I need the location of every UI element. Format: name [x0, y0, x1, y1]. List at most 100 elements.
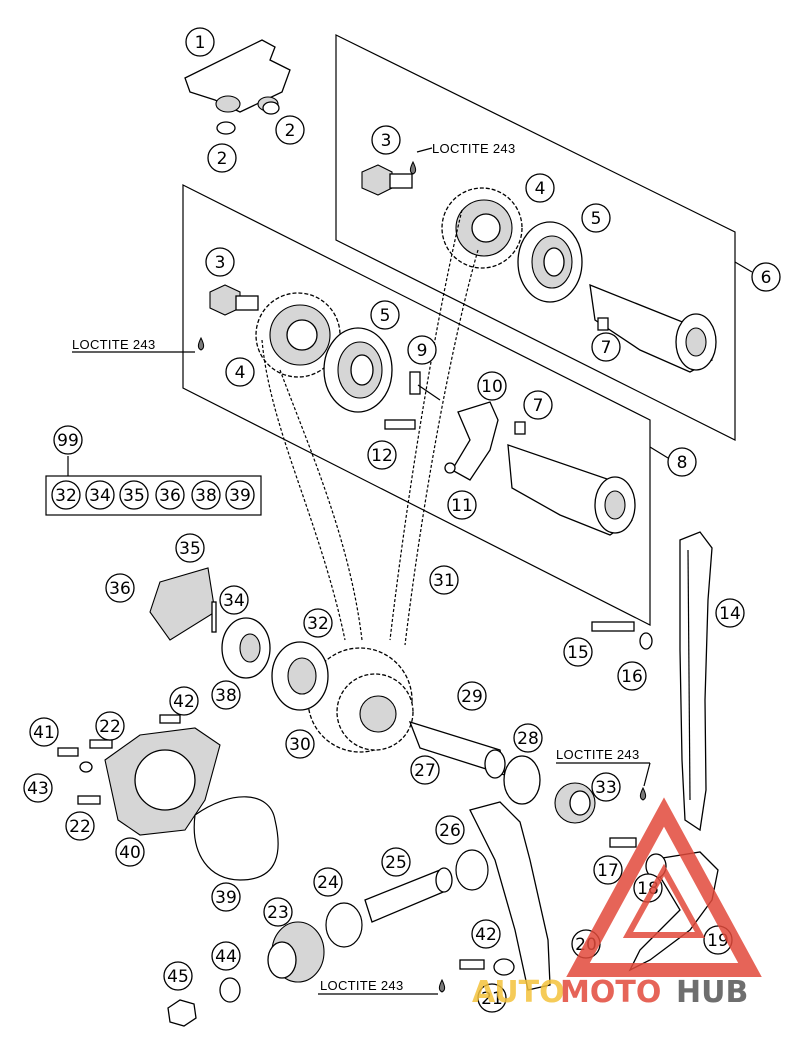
svg-text:35: 35	[179, 539, 201, 559]
callout-1: 1	[185, 27, 215, 57]
decompressor-10-11	[444, 401, 499, 481]
kit-item: 36	[159, 486, 181, 506]
svg-text:33: 33	[595, 778, 617, 798]
group-6-frame	[335, 34, 736, 441]
callouts: 1 2 2 3 3 4 4 5 5 6 7 7 8 9 10 11 12 14 …	[23, 27, 781, 1013]
tensioner-rail-14	[679, 531, 713, 832]
svg-text:25: 25	[385, 853, 407, 873]
svg-text:17: 17	[597, 861, 619, 881]
svg-text:3: 3	[381, 131, 392, 151]
callout-2: 2	[207, 143, 237, 173]
svg-text:5: 5	[380, 306, 391, 326]
callout-3: 3	[205, 247, 235, 277]
callout-10: 10	[477, 371, 507, 401]
kit-99: 99 32 34 35 36 38 39	[45, 425, 262, 516]
callout-7: 7	[523, 390, 553, 420]
svg-text:7: 7	[533, 396, 544, 416]
callout-21: 21	[477, 983, 507, 1013]
kit-item: 38	[195, 486, 217, 506]
nut-45	[167, 999, 197, 1027]
svg-text:14: 14	[719, 604, 741, 624]
kit-item: 35	[123, 486, 145, 506]
callout-6: 6	[751, 262, 781, 292]
callout-9: 9	[407, 335, 437, 365]
kit-item: 34	[89, 486, 111, 506]
timing-chain-31	[261, 209, 479, 646]
watermark-hub: HUB	[676, 975, 748, 1010]
callout-23: 23	[263, 897, 293, 927]
svg-text:27: 27	[414, 761, 436, 781]
bolt-42-lower	[459, 958, 515, 976]
callout-35: 35	[175, 533, 205, 563]
callout-25: 25	[381, 847, 411, 877]
callout-5: 5	[370, 300, 400, 330]
bolt-12	[384, 419, 416, 430]
svg-text:45: 45	[167, 967, 189, 987]
callout-45: 45	[163, 961, 193, 991]
shaft-27	[408, 720, 506, 779]
bolt-3-upper	[361, 164, 413, 196]
svg-text:10: 10	[481, 377, 503, 397]
sprocket-4-lower	[255, 292, 341, 378]
callout-4: 4	[525, 173, 555, 203]
loctite-drop-icon	[438, 978, 446, 993]
svg-text:34: 34	[223, 591, 245, 611]
callout-12: 12	[367, 440, 397, 470]
watermark-logo-icon	[566, 797, 762, 977]
svg-text:43: 43	[27, 779, 49, 799]
tensioner-housing-23	[267, 921, 325, 983]
svg-text:7: 7	[601, 338, 612, 358]
svg-text:8: 8	[677, 453, 688, 473]
svg-text:31: 31	[433, 571, 455, 591]
callout-4: 4	[225, 357, 255, 387]
tensioner-rail-20	[469, 801, 551, 991]
callout-8: 8	[667, 447, 697, 477]
callout-11: 11	[447, 490, 477, 520]
svg-text:38: 38	[215, 686, 237, 706]
kit-item: 39	[229, 486, 251, 506]
callout-28: 28	[513, 723, 543, 753]
top-chain-guide	[184, 39, 291, 135]
camshaft-exhaust	[589, 283, 717, 373]
callout-15: 15	[563, 637, 593, 667]
loctite-label: LOCTITE 243	[432, 141, 516, 156]
svg-text:9: 9	[417, 341, 428, 361]
callout-36: 36	[105, 573, 135, 603]
callout-38: 38	[211, 680, 241, 710]
svg-text:11: 11	[451, 496, 473, 516]
impeller-35	[149, 567, 216, 641]
washer-34	[211, 601, 217, 633]
callout-39: 39	[211, 882, 241, 912]
group-8-frame	[182, 184, 651, 626]
svg-text:36: 36	[109, 579, 131, 599]
kit-item: 32	[55, 486, 77, 506]
bolt-17	[609, 837, 637, 848]
svg-text:40: 40	[119, 843, 141, 863]
svg-text:19: 19	[707, 931, 729, 951]
callout-3: 3	[371, 125, 401, 155]
callout-43: 43	[23, 773, 53, 803]
callout-22: 22	[95, 711, 125, 741]
callout-40: 40	[115, 837, 145, 867]
callout-22: 22	[65, 811, 95, 841]
svg-text:15: 15	[567, 643, 589, 663]
svg-text:44: 44	[215, 947, 237, 967]
bearing-5-upper	[517, 221, 583, 303]
pump-cover-40	[104, 727, 221, 836]
svg-text:42: 42	[173, 692, 195, 712]
callout-34: 34	[219, 585, 249, 615]
svg-text:29: 29	[461, 687, 483, 707]
callout-42: 42	[471, 919, 501, 949]
svg-text:22: 22	[69, 817, 91, 837]
loctite-label: LOCTITE 243	[320, 978, 404, 993]
svg-text:6: 6	[761, 268, 772, 288]
svg-text:39: 39	[215, 888, 237, 908]
callout-29: 29	[457, 681, 487, 711]
callout-16: 16	[617, 661, 647, 691]
camshaft-intake	[507, 421, 636, 536]
svg-text:32: 32	[307, 614, 329, 634]
svg-text:5: 5	[591, 209, 602, 229]
callout-17: 17	[593, 855, 623, 885]
oring-26	[455, 849, 489, 891]
callout-27: 27	[410, 755, 440, 785]
